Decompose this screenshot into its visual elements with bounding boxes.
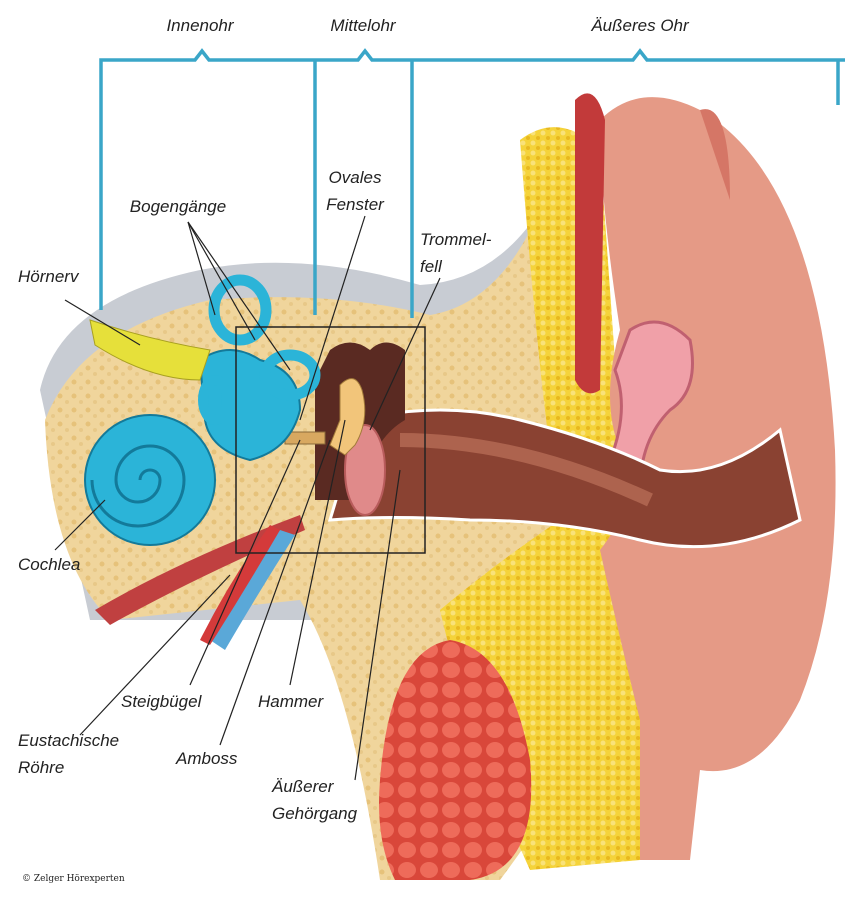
middle-ear-zoom-box [235, 326, 426, 554]
label-cochlea: Cochlea [18, 555, 81, 574]
section-label-outer-ear: Äußeres Ohr [591, 16, 689, 35]
label-oval-window-line2: Fenster [326, 195, 384, 214]
section-label-middle-ear: Mittelohr [330, 16, 396, 35]
vestibule [198, 349, 302, 462]
label-incus: Amboss [176, 749, 238, 768]
leader-lines [54, 215, 441, 781]
label-oval-window-line1: Ovales [328, 168, 382, 187]
gland [379, 640, 532, 880]
stapes-bone [284, 431, 326, 445]
muscle [575, 93, 605, 394]
label-semicircular-canals: Bogengänge [129, 197, 227, 216]
label-stapes: Steigbügel [121, 692, 202, 711]
cochlea [84, 414, 216, 546]
label-ear-canal-line1: Äußerer [272, 777, 334, 796]
label-ear-canal-line2: Gehörgang [272, 804, 358, 823]
label-eardrum-line2: fell [420, 257, 442, 276]
auditory-nerve [89, 319, 211, 381]
label-eustachian-tube-line1: Eustachische [18, 731, 120, 750]
ossicles [329, 378, 366, 456]
eustachian-tube [95, 515, 305, 625]
label-auditory-nerve: Hörnerv [18, 267, 79, 286]
copyright-notice: © Zelger Hörexperten [22, 874, 125, 884]
label-malleus: Hammer [258, 692, 324, 711]
label-eustachian-tube-line2: Röhre [18, 758, 65, 777]
section-label-inner-ear: Innenohr [166, 16, 234, 35]
label-eardrum-line1: Trommel- [420, 230, 492, 249]
region-brackets [99, 48, 845, 318]
eardrum [344, 424, 386, 516]
